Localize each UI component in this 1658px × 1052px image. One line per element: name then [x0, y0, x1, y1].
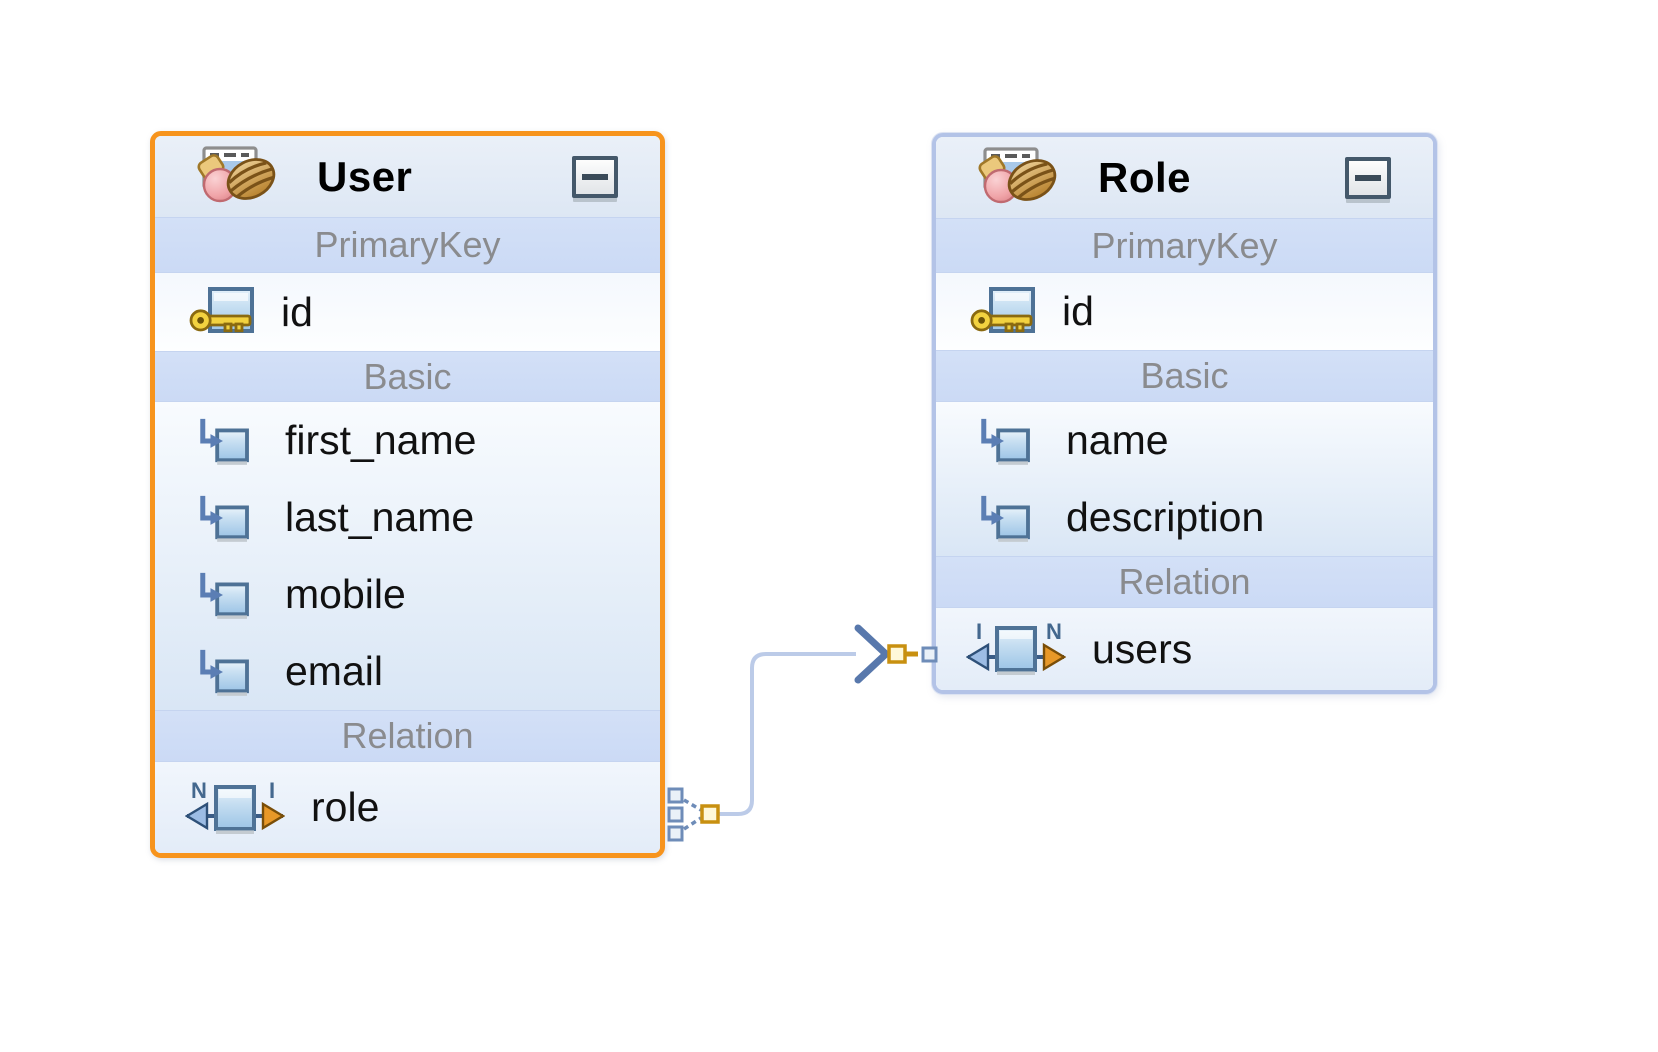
cardinality-left: I [976, 619, 982, 644]
basic-attribute-icon [974, 493, 1032, 543]
cardinality-left: N [191, 778, 207, 803]
field-name: users [1092, 625, 1193, 672]
field-row-mobile[interactable]: mobile [155, 556, 660, 633]
connector-line[interactable] [718, 652, 856, 816]
collapse-button[interactable] [572, 155, 618, 198]
section-header-relation: Relation [155, 710, 660, 762]
minus-icon [582, 173, 608, 180]
relation-icon: N I [185, 778, 285, 838]
field-name: first_name [285, 417, 477, 463]
field-row-last-name[interactable]: last_name [155, 479, 660, 556]
anchor-handle[interactable] [667, 787, 684, 804]
primary-key-icon [970, 286, 1038, 338]
collapse-button[interactable] [1345, 156, 1391, 199]
connector-arrow-icon [854, 624, 892, 684]
basic-attribute-icon [193, 493, 251, 543]
entity-role[interactable]: Role PrimaryKey [932, 133, 1437, 694]
field-row-id[interactable]: id [936, 273, 1433, 350]
field-row-users[interactable]: I N users [936, 608, 1433, 690]
minus-icon [1355, 174, 1381, 181]
field-row-description[interactable]: description [936, 479, 1433, 556]
entity-user-header[interactable]: User [155, 136, 660, 217]
cardinality-right: N [1046, 619, 1062, 644]
connector-prong [683, 816, 702, 831]
entity-title: Role [1098, 153, 1192, 201]
field-name: description [1066, 494, 1265, 540]
field-name: mobile [285, 571, 406, 617]
section-header-basic: Basic [155, 351, 660, 402]
entity-role-header[interactable]: Role [936, 137, 1433, 218]
entity-icon [197, 145, 276, 202]
waypoint-handle[interactable] [887, 644, 907, 664]
relation-icon: I N [966, 619, 1066, 679]
entity-icon [978, 146, 1057, 203]
field-row-email[interactable]: email [155, 633, 660, 710]
field-name: name [1066, 417, 1169, 463]
field-name: last_name [285, 494, 475, 540]
field-name: id [281, 288, 313, 335]
field-row-name[interactable]: name [936, 402, 1433, 479]
entity-title: User [317, 152, 413, 200]
connector-prong [683, 798, 702, 812]
anchor-handle[interactable] [667, 825, 684, 842]
basic-attribute-icon [193, 647, 251, 697]
cardinality-right: I [269, 778, 275, 803]
section-header-primarykey: PrimaryKey [155, 217, 660, 273]
waypoint-handle[interactable] [700, 804, 720, 824]
field-row-id[interactable]: id [155, 273, 660, 351]
primary-key-icon [189, 286, 257, 338]
entity-user[interactable]: User PrimaryKey [150, 131, 665, 858]
field-row-first-name[interactable]: first_name [155, 402, 660, 479]
field-row-role[interactable]: N I role [155, 762, 660, 853]
field-name: email [285, 648, 383, 694]
section-header-basic: Basic [936, 350, 1433, 402]
section-header-relation: Relation [936, 556, 1433, 608]
section-header-primarykey: PrimaryKey [936, 218, 1433, 273]
basic-attribute-icon [193, 416, 251, 466]
field-name: role [311, 784, 380, 830]
field-name: id [1062, 288, 1094, 334]
basic-attribute-icon [974, 416, 1032, 466]
anchor-handle[interactable] [667, 806, 684, 823]
basic-attribute-icon [193, 570, 251, 620]
